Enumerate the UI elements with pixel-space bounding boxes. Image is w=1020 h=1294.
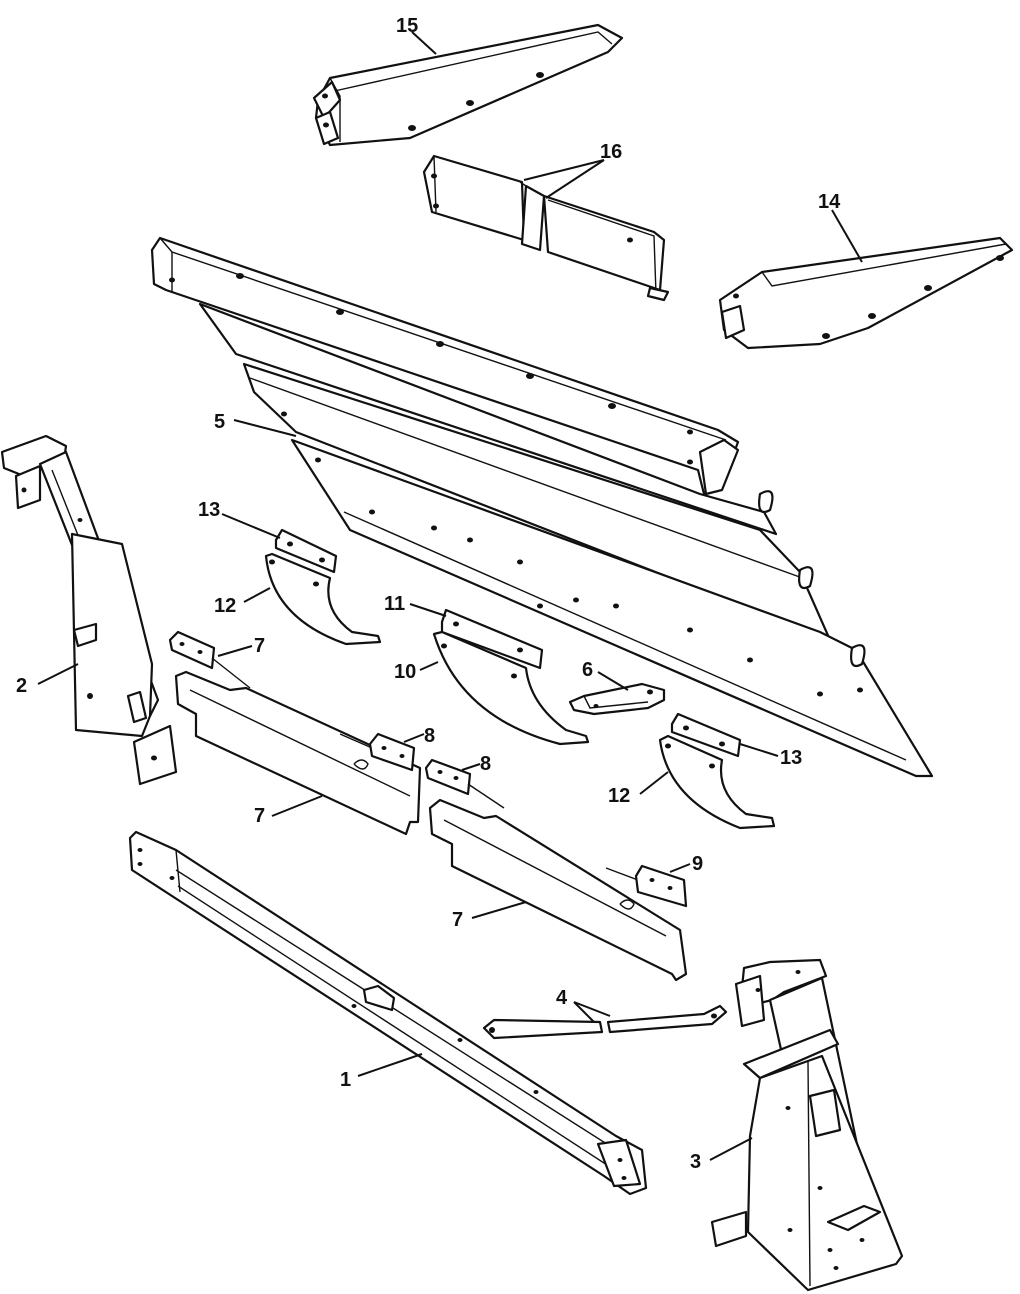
part-6-small-bracket [568,682,666,716]
part-12-curved-shoe-right [658,734,776,830]
part-7-deflector-plate-left [174,670,422,836]
callout-14: 14 [818,191,841,213]
part-14-right-gusset-bracket [718,236,1014,350]
callout-13-left: 13 [198,499,220,521]
callout-9-left: 8 [424,725,435,747]
part-7-deflector-plate-right [428,798,688,982]
callout-12-left: 12 [214,595,236,617]
part-9-clip-left-plate [339,732,416,772]
leader-7a [271,795,323,817]
callout-7-right: 7 [452,909,463,931]
callout-6: 6 [582,659,593,681]
leader-4a [573,1001,595,1023]
callout-10: 10 [394,661,416,683]
leader-7b [471,901,527,919]
leader-15 [411,31,437,55]
part-8-clip-left [168,630,251,689]
part-11-strap-center [440,608,544,670]
callout-11: 11 [384,593,405,615]
leader-13a [221,513,281,539]
part-2-left-end-stand [0,434,178,786]
leader-8b [461,763,481,771]
callout-9-right: 9 [692,853,703,875]
part-10-curved-shoe-center [432,630,590,746]
leader-5 [233,419,297,437]
leader-13b [739,743,779,757]
callout-8-right: 8 [480,753,491,775]
part-8-clip-right [424,758,505,809]
part-4-link-rods [482,1004,728,1040]
part-13-strap-left [274,528,338,574]
leader-12a [243,587,271,603]
leader-10 [419,661,439,671]
leader-9b [669,863,691,873]
leader-6 [597,671,629,691]
part-3-right-end-stand [710,958,904,1292]
callout-12-right: 12 [608,785,630,807]
callout-2: 2 [16,675,27,697]
leader-11 [409,603,447,617]
callout-8-left: 7 [254,635,265,657]
callout-16: 16 [600,141,622,163]
part-15-top-gusset-bracket [312,23,624,147]
leader-lines [37,31,863,1161]
leader-2 [37,663,79,685]
callout-7-left: 7 [254,805,265,827]
leader-14 [831,209,863,263]
part-9-clip-right-plate [605,864,688,908]
leader-3 [709,1137,753,1161]
leader-16b [545,159,605,199]
leader-16a [523,159,605,181]
callout-labels: 15 16 14 5 13 12 7 2 11 10 6 8 8 13 12 7… [16,15,841,1173]
part-1-bottom-rail [128,830,648,1196]
part-13-strap-right [670,712,742,758]
leader-1 [357,1053,423,1077]
callout-13-right: 13 [780,747,802,769]
leader-9a [403,733,425,743]
callout-3: 3 [690,1151,701,1173]
callout-4: 4 [556,987,568,1009]
part-12-curved-shoe-left [264,552,382,646]
leader-4b [573,1001,611,1017]
leader-8a [217,645,253,657]
part-16-channel-sections [422,154,670,302]
leader-12b [639,771,669,795]
callout-15: 15 [396,15,418,37]
callout-5: 5 [214,411,225,433]
callout-1: 1 [340,1069,351,1091]
part-5-main-panel-assembly [150,236,934,778]
